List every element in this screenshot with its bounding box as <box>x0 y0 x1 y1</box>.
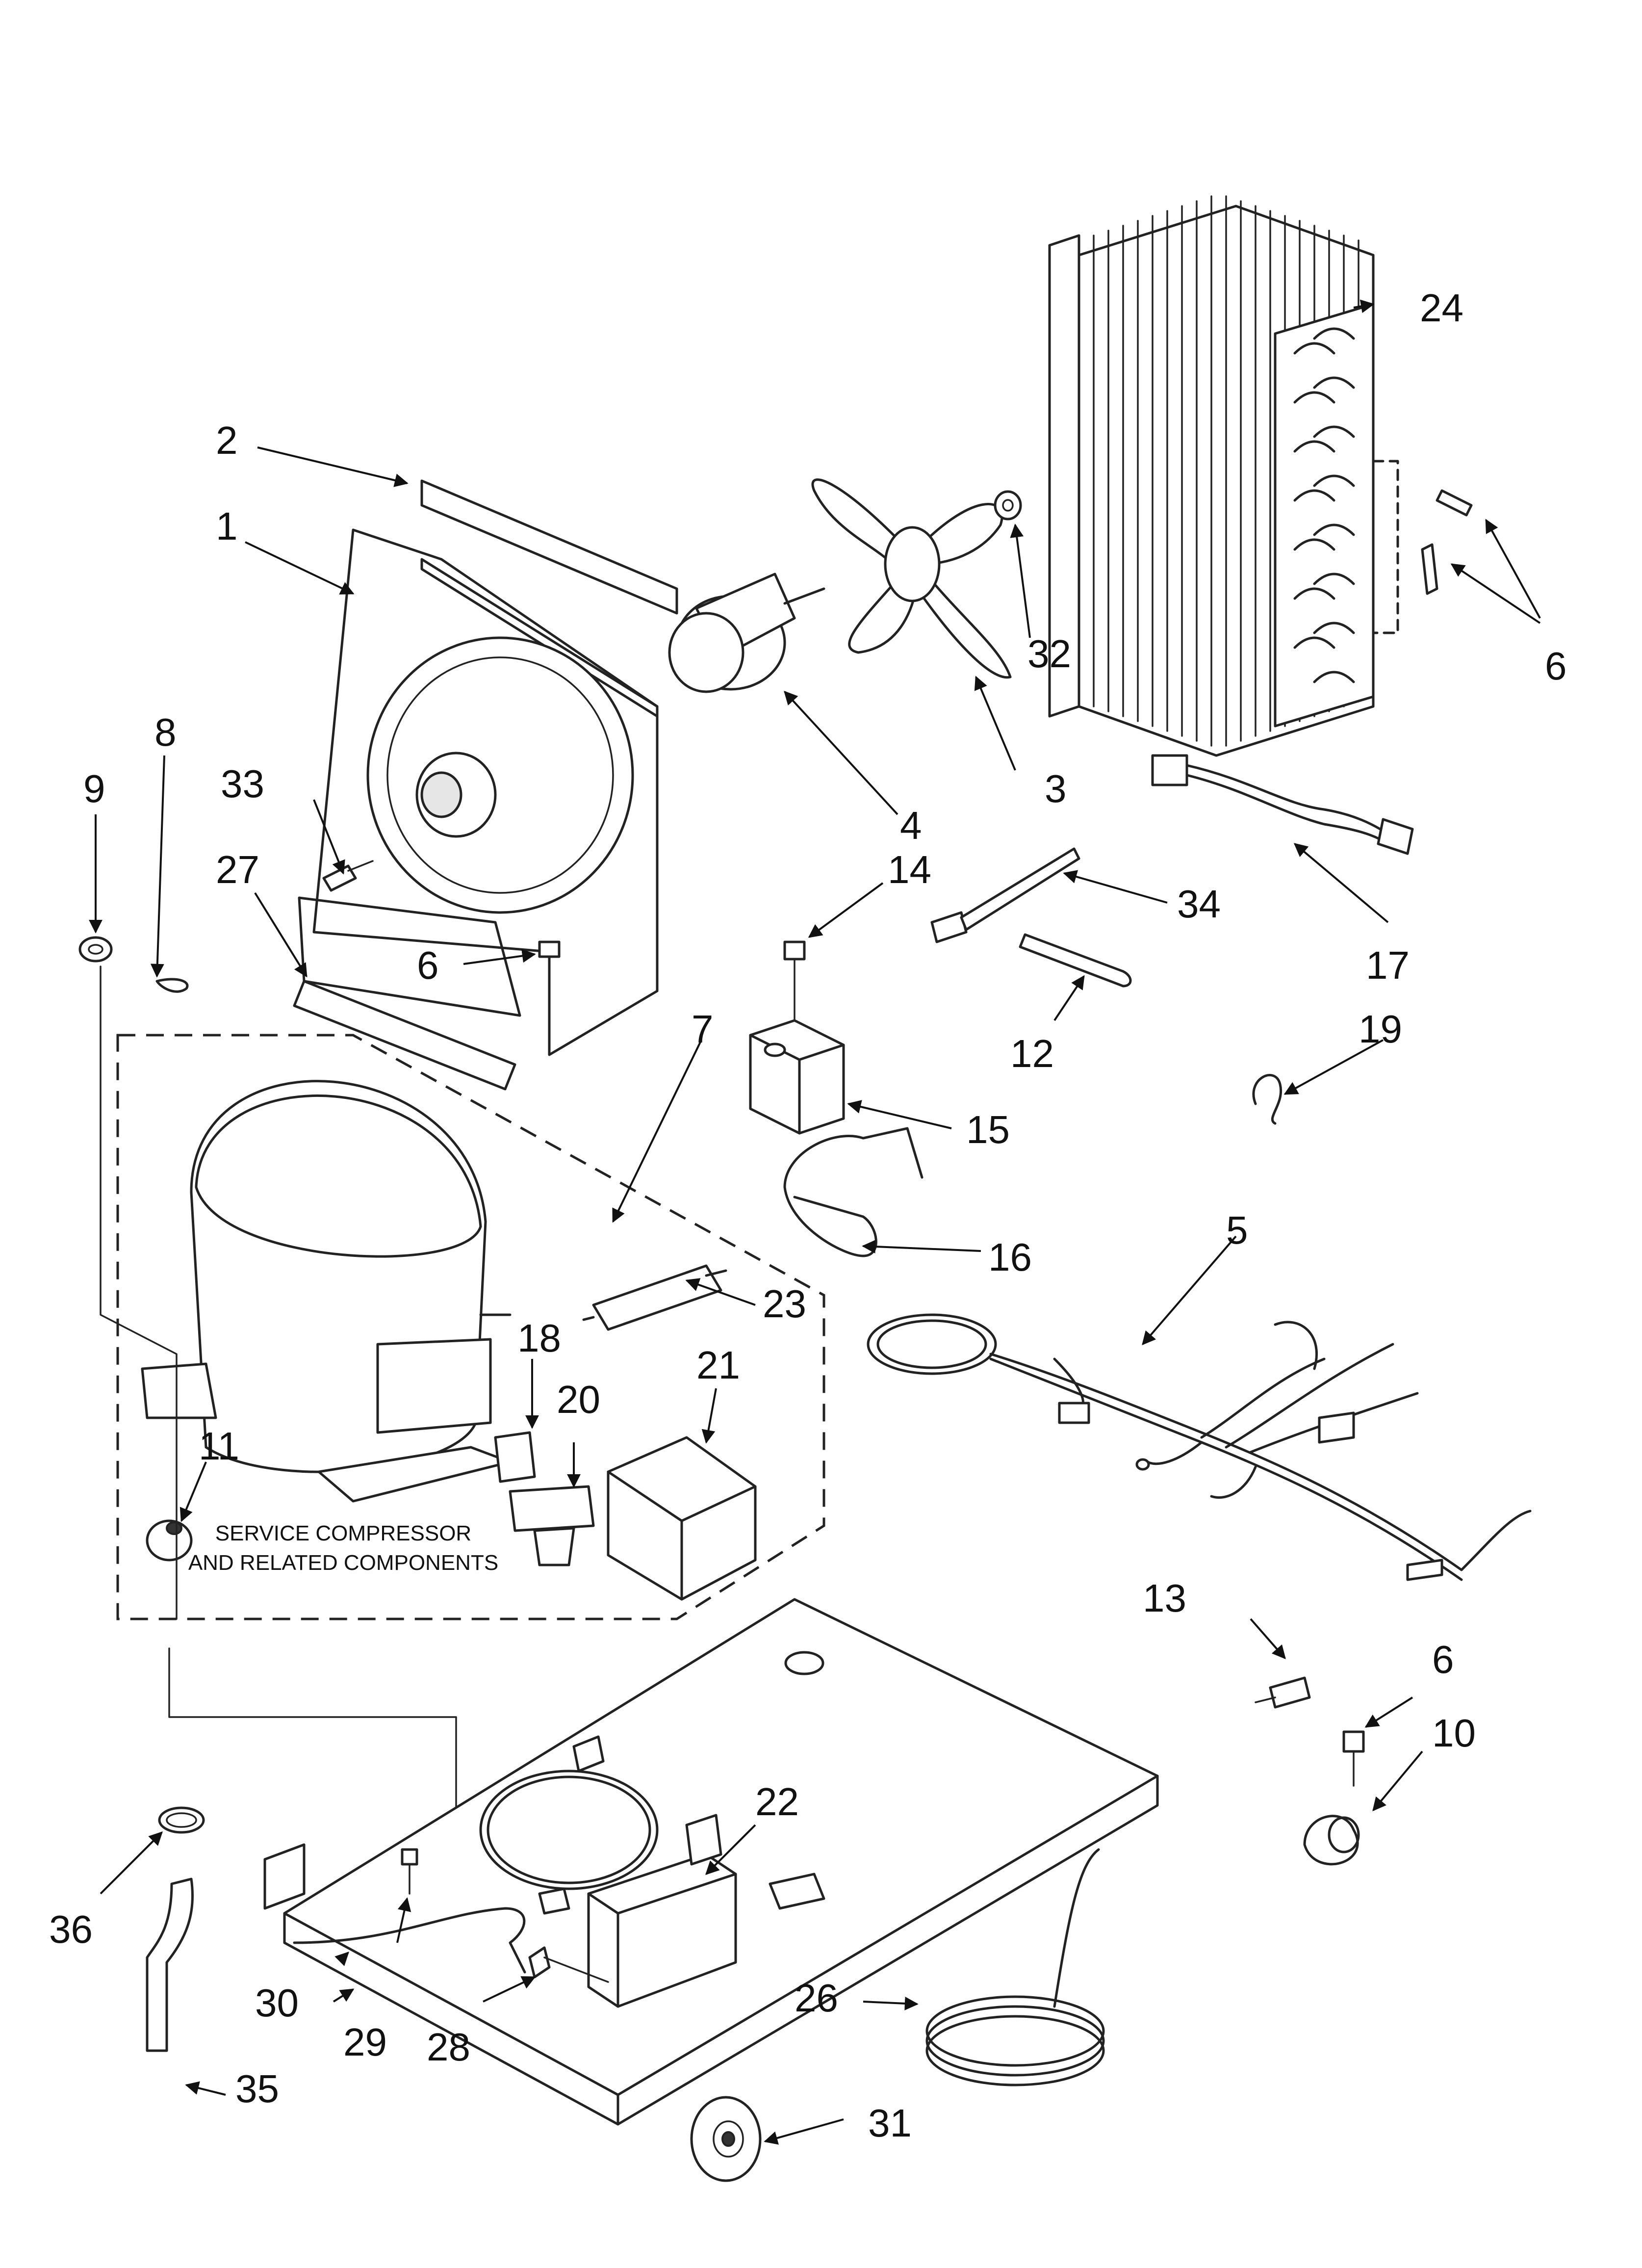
harness-5 <box>867 1313 1532 1581</box>
callout-15: 15 <box>966 1108 1010 1151</box>
screw-6-base <box>1342 1730 1365 1787</box>
valve-22 <box>587 1814 737 2008</box>
screw-14 <box>783 940 806 1021</box>
wheel-31 <box>690 2096 762 2182</box>
callout-labels: 24 2 1 32 6 8 3 9 33 4 27 14 34 17 6 19 … <box>49 286 1567 2145</box>
tube-16 <box>783 1127 924 1257</box>
service-compressor-boundary <box>116 1034 825 1620</box>
grommet-11 <box>146 1519 193 1562</box>
clip-19 <box>1252 1074 1283 1125</box>
callout-6c: 6 <box>1432 1638 1454 1681</box>
callout-1: 1 <box>216 504 238 548</box>
callout-34: 34 <box>1177 882 1221 926</box>
gasket-2 <box>420 479 678 615</box>
reference-line-11 <box>168 1647 457 1816</box>
callout-28: 28 <box>427 2025 470 2069</box>
clamp-10 <box>1303 1815 1360 1866</box>
callout-14: 14 <box>888 848 931 891</box>
callout-9: 9 <box>83 767 105 810</box>
coil-26 <box>925 1848 1105 2086</box>
callout-13: 13 <box>1143 1576 1186 1620</box>
callout-36: 36 <box>49 1907 93 1951</box>
callout-20: 20 <box>557 1378 600 1421</box>
callout-35: 35 <box>235 2067 279 2111</box>
callout-11: 11 <box>199 1424 239 1468</box>
leader-lines <box>89 299 1541 2145</box>
overload-18 <box>494 1431 536 1483</box>
screw-13 <box>1255 1676 1311 1709</box>
callout-33: 33 <box>221 762 264 806</box>
screw-6-condenser <box>1421 489 1473 595</box>
relay-20 <box>509 1485 595 1566</box>
callout-3: 3 <box>1045 767 1067 810</box>
callout-4: 4 <box>900 804 922 847</box>
harness-17 <box>1151 754 1414 855</box>
condenser <box>1048 195 1399 757</box>
bolt-28 <box>528 1946 609 1983</box>
solenoid-15 <box>749 1019 845 1135</box>
callout-19: 19 <box>1359 1007 1402 1051</box>
compressor <box>141 1080 512 1503</box>
fan-blade <box>811 478 1012 679</box>
callout-29: 29 <box>343 2020 387 2064</box>
callout-12: 12 <box>1010 1032 1054 1075</box>
note-line-2: AND RELATED COMPONENTS <box>188 1551 498 1575</box>
callout-17: 17 <box>1366 943 1410 987</box>
callout-32: 32 <box>1027 632 1071 676</box>
reference-line-9 <box>100 965 178 1620</box>
screw-6-shroud <box>538 940 561 992</box>
callout-6b: 6 <box>417 943 439 987</box>
callout-18: 18 <box>517 1316 561 1360</box>
drier-23 <box>582 1264 727 1331</box>
callout-2: 2 <box>216 418 238 462</box>
grommet-9 <box>78 936 113 963</box>
callout-8: 8 <box>154 710 177 754</box>
strip-27 <box>293 980 516 1091</box>
cable-tie-34 <box>930 847 1080 943</box>
callout-7: 7 <box>692 1007 714 1051</box>
cover-21 <box>607 1436 757 1601</box>
condenser-coil-bends <box>1293 327 1355 683</box>
callout-10: 10 <box>1432 1711 1476 1755</box>
callout-6a: 6 <box>1545 644 1567 688</box>
hose-35 <box>146 1877 194 2052</box>
tube-12 <box>1019 933 1132 988</box>
clamp-36 <box>158 1806 205 1834</box>
callout-22: 22 <box>755 1780 799 1824</box>
callout-24: 24 <box>1420 286 1463 330</box>
fan-motor <box>668 573 825 693</box>
fan-shroud <box>298 528 659 1056</box>
washer-32 <box>994 490 1022 521</box>
clip-8 <box>155 978 189 993</box>
screw-29 <box>401 1848 418 1895</box>
callout-31: 31 <box>868 2101 912 2145</box>
drain-30 <box>293 1907 526 1974</box>
callout-30: 30 <box>255 1981 299 2025</box>
callout-5: 5 <box>1226 1208 1248 1252</box>
callout-23: 23 <box>763 1282 806 1326</box>
callout-21: 21 <box>696 1343 740 1387</box>
callout-27: 27 <box>216 848 259 891</box>
callout-16: 16 <box>988 1235 1032 1279</box>
note-line-1: SERVICE COMPRESSOR <box>215 1521 471 1545</box>
callout-26: 26 <box>795 1976 838 2020</box>
